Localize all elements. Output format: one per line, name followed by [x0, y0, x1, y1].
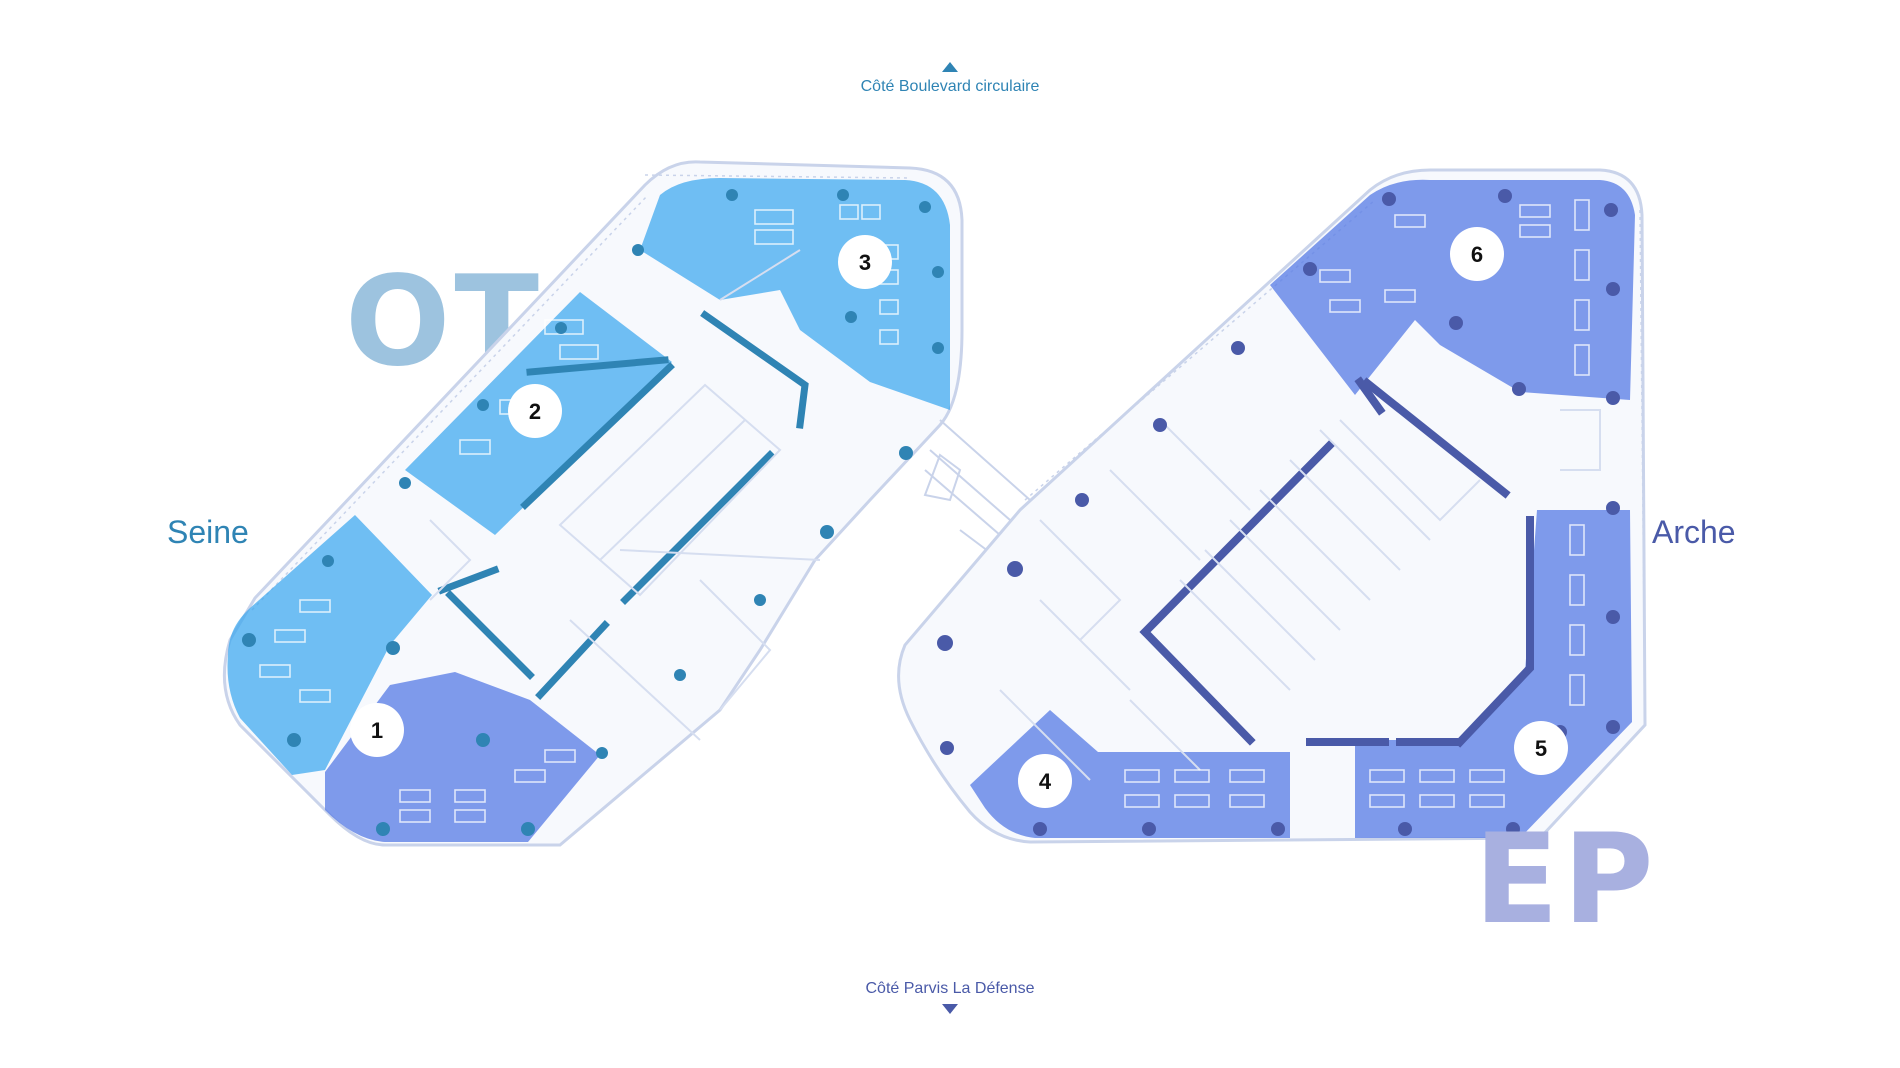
zone-marker-1[interactable]: 1: [350, 703, 404, 757]
ot-wing-outline: [222, 160, 964, 847]
zone-marker-5-number: 5: [1535, 736, 1547, 761]
south-direction-label: Côté Parvis La Défense: [0, 980, 1900, 1014]
wing-ep-label: EP: [1474, 808, 1658, 952]
zone-marker-3[interactable]: 3: [838, 235, 892, 289]
up-arrow-icon: [942, 62, 958, 72]
east-side-label: Arche: [1652, 514, 1736, 550]
down-arrow-icon: [942, 1004, 958, 1014]
zone-marker-6[interactable]: 6: [1450, 227, 1504, 281]
zone-marker-6-number: 6: [1471, 242, 1483, 267]
ot-seat-markers: [242, 189, 944, 836]
zone-marker-4[interactable]: 4: [1018, 754, 1072, 808]
zone-marker-3-number: 3: [859, 250, 871, 275]
zone-1a-area: [227, 515, 432, 775]
zone-marker-5[interactable]: 5: [1514, 721, 1568, 775]
zone-marker-4-number: 4: [1039, 769, 1052, 794]
north-direction-label: Côté Boulevard circulaire: [0, 62, 1900, 96]
zone-6-area: [1270, 179, 1635, 400]
zone-3-area: [640, 178, 950, 410]
zone-marker-2-number: 2: [529, 399, 541, 424]
bottom-label-text: Côté Parvis La Défense: [865, 980, 1035, 997]
zone-marker-1-number: 1: [371, 718, 383, 743]
west-side-label: Seine: [167, 514, 249, 550]
zone-marker-2[interactable]: 2: [508, 384, 562, 438]
top-label-text: Côté Boulevard circulaire: [860, 78, 1040, 95]
